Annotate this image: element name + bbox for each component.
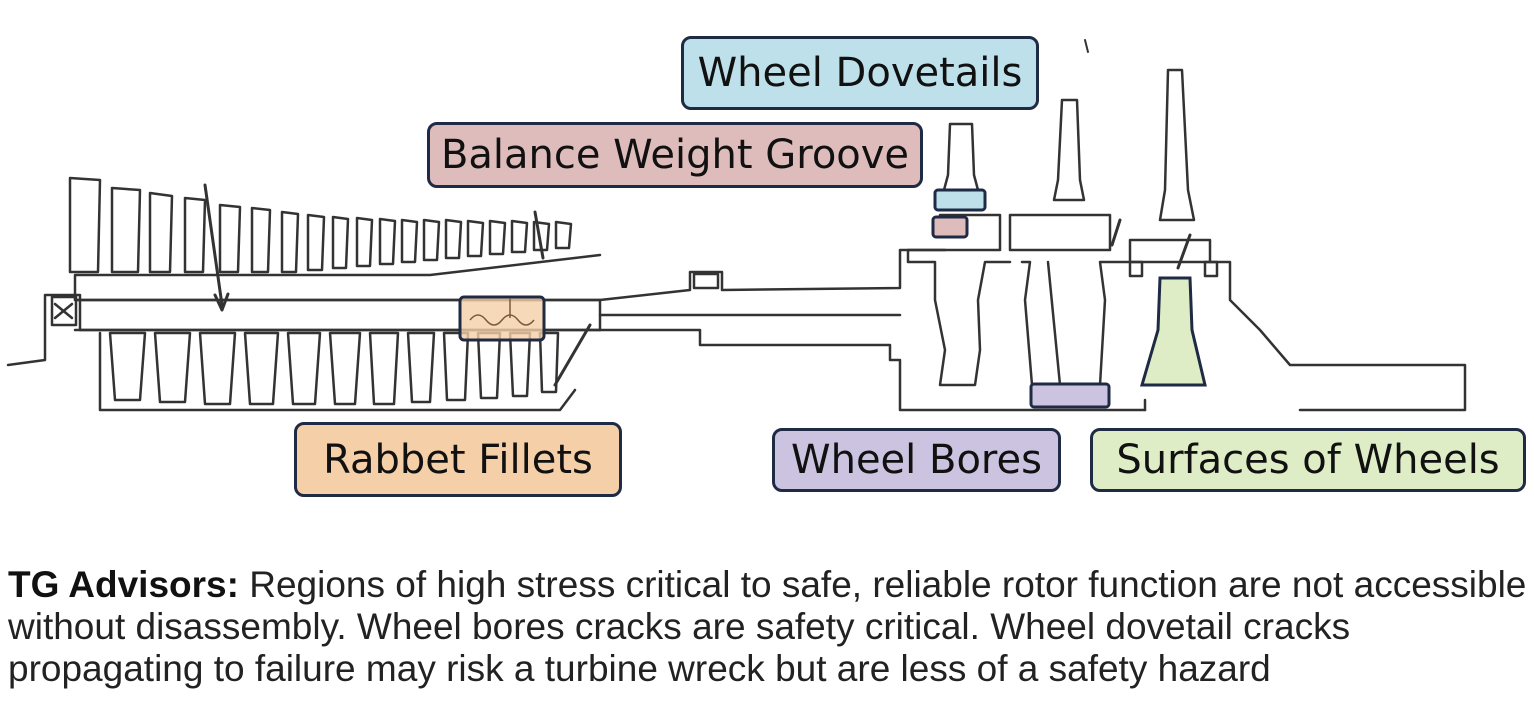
caption: TG Advisors: Regions of high stress crit…	[8, 564, 1528, 690]
compressor-blades-upper	[68, 176, 573, 274]
left-bearing	[50, 295, 78, 327]
turbine-stage-1-bucket	[942, 122, 980, 192]
balance-weight-groove-highlight	[931, 215, 969, 239]
mid-shaft	[598, 248, 947, 302]
caption-lead: TG Advisors:	[8, 564, 239, 605]
rabbet-fillets-highlight	[458, 295, 546, 342]
turbine-rotor-cross-section	[6, 39, 1467, 412]
wheel-dovetails-highlight	[933, 188, 987, 212]
compressor-wheels-lower	[108, 331, 560, 406]
rabbet-fillets-label: Rabbet Fillets	[294, 422, 622, 497]
surfaces-of-wheels-highlight	[1140, 276, 1207, 387]
caption-text: Regions of high stress critical to safe,…	[8, 564, 1527, 689]
balance-weight-groove-label: Balance Weight Groove	[427, 122, 923, 188]
turbine-stage-2-bucket	[1052, 98, 1086, 202]
turbine-stage-3-bucket	[1158, 68, 1196, 222]
wheel-bores-label: Wheel Bores	[772, 428, 1061, 492]
wheel-bores-highlight	[1029, 382, 1111, 409]
wheel-dovetails-label: Wheel Dovetails	[681, 36, 1039, 110]
surfaces-of-wheels-label: Surfaces of Wheels	[1090, 428, 1526, 492]
